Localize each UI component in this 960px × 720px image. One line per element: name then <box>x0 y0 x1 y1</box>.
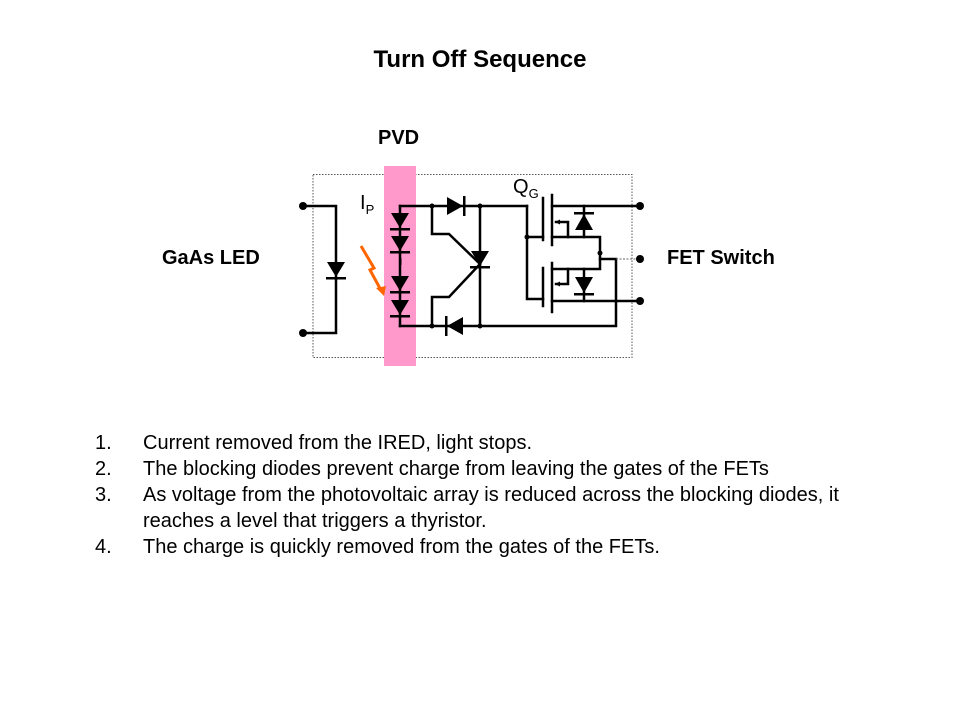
step-number: 2. <box>95 458 112 480</box>
gate-wire <box>525 204 545 301</box>
step-number: 1. <box>95 432 112 454</box>
lower-body <box>554 267 570 286</box>
thyristor-gate-lower <box>430 262 482 328</box>
blocking-diode-bottom-icon <box>445 316 463 336</box>
body-diode-lower-icon <box>574 277 594 296</box>
slide-title: Turn Off Sequence <box>373 46 587 73</box>
gaas-led-label: GaAs LED <box>162 247 260 269</box>
light-arrow-icon <box>359 245 386 296</box>
thyristor-icon <box>470 251 490 269</box>
step-text: The blocking diodes prevent charge from … <box>143 458 769 480</box>
step-item: 4. The charge is quickly removed from th… <box>95 534 875 560</box>
fet-body-arrow-icon <box>555 219 560 287</box>
bottom-rail <box>398 257 618 328</box>
current-label: IP <box>360 192 374 217</box>
led-diode-icon <box>326 262 346 280</box>
body-diode-upper-icon <box>574 212 594 230</box>
step-number: 3. <box>95 484 112 506</box>
gate-charge-label: QG <box>513 176 539 201</box>
step-item: 3. As voltage from the photovoltaic arra… <box>95 482 875 534</box>
package-outline <box>312 174 633 358</box>
pvd-label: PVD <box>378 127 420 149</box>
step-text: The charge is quickly removed from the g… <box>143 536 660 558</box>
blocking-diode-top-icon <box>447 196 466 216</box>
upper-body <box>554 220 570 239</box>
step-text: Current removed from the IRED, light sto… <box>143 432 533 454</box>
thyristor-gate-upper <box>430 204 482 266</box>
junction-dots <box>429 203 603 329</box>
terminal-icon <box>299 202 644 337</box>
led-wire <box>301 204 338 335</box>
step-number: 4. <box>95 536 112 558</box>
photodiode-array-icon <box>390 213 410 318</box>
step-item: 1. Current removed from the IRED, light … <box>95 430 875 456</box>
step-item: 2. The blocking diodes prevent charge fr… <box>95 456 875 482</box>
step-text: As voltage from the photovoltaic array i… <box>143 484 839 532</box>
steps-list: 1. Current removed from the IRED, light … <box>95 430 875 560</box>
upper-source <box>550 235 602 271</box>
fet-switch-label: FET Switch <box>667 247 775 269</box>
